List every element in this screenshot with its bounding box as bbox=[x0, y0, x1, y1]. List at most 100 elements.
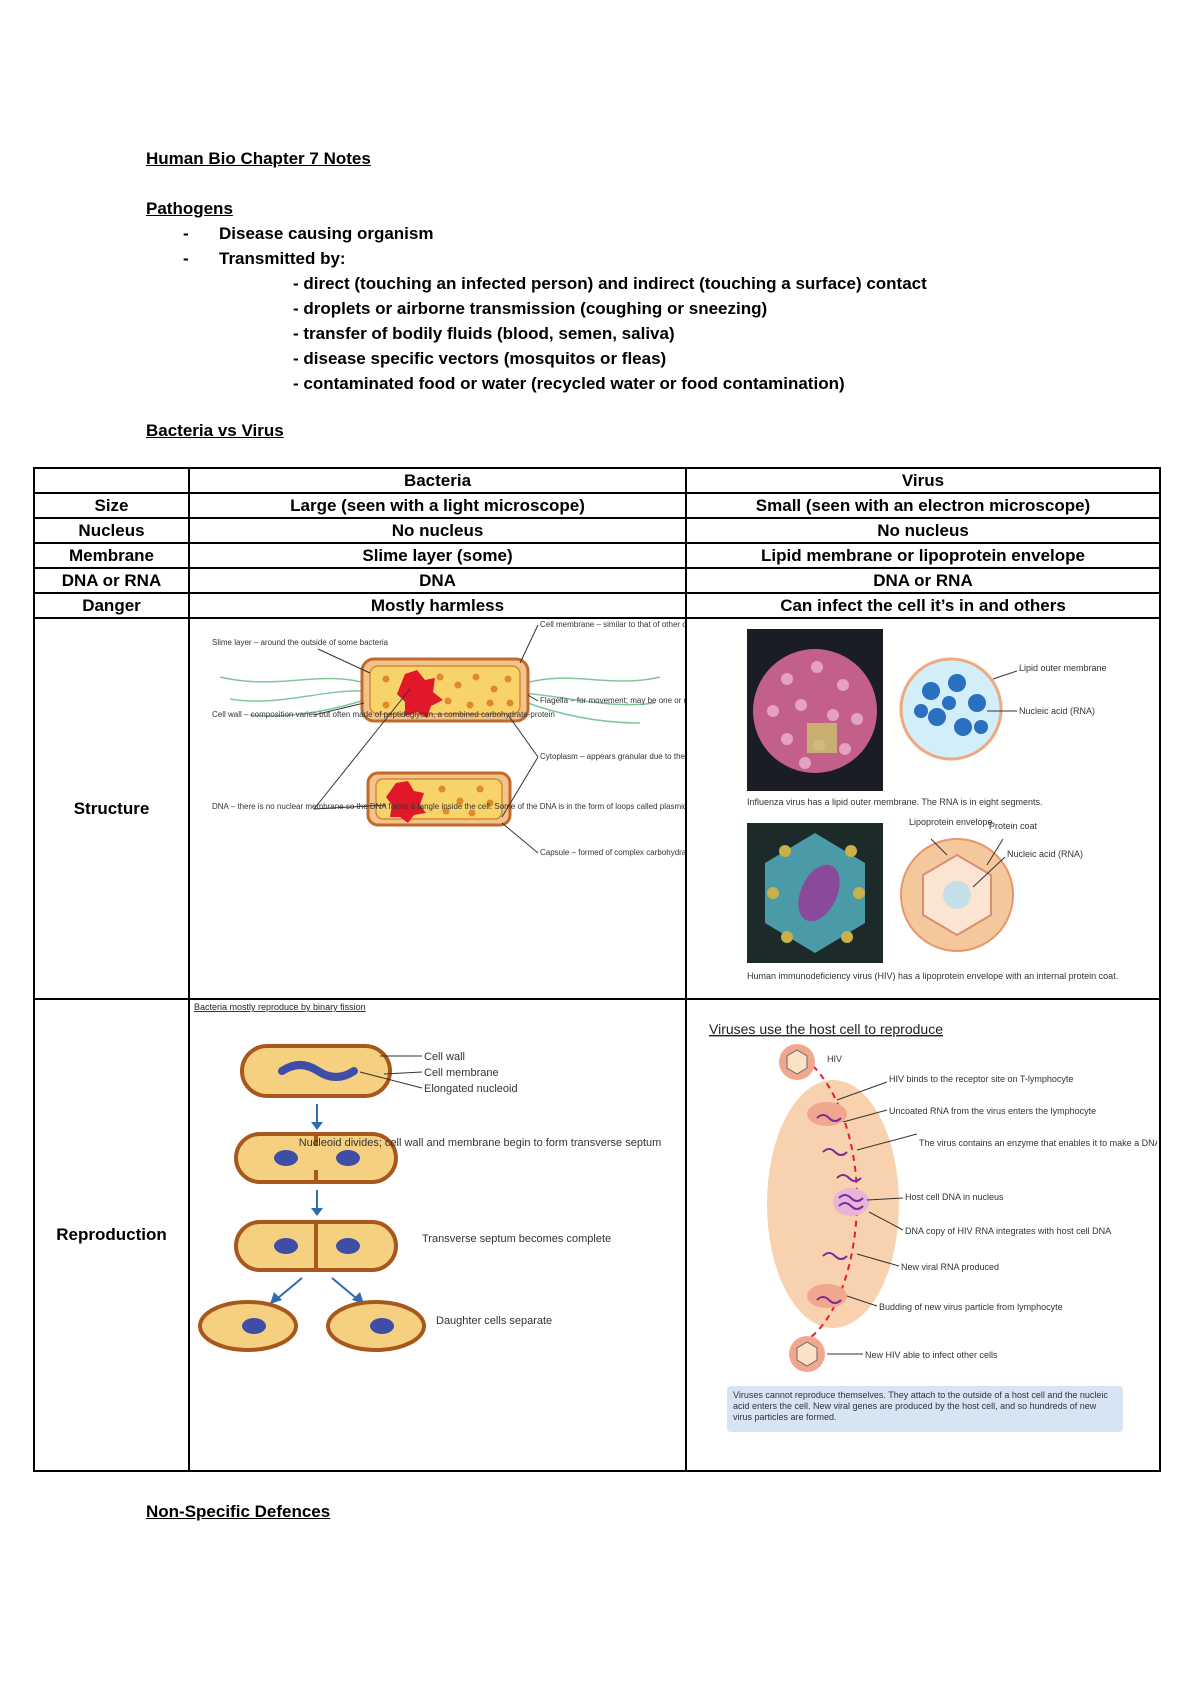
bacteria-structure-diagram: Slime layer – around the outside of some… bbox=[212, 620, 685, 857]
bacteria-reproduction-figure: Bacteria mostly reproduce by binary fiss… bbox=[188, 998, 687, 1472]
svg-text:Uncoated RNA from the virus en: Uncoated RNA from the virus enters the l… bbox=[889, 1106, 1096, 1116]
svg-text:Nucleic acid (RNA): Nucleic acid (RNA) bbox=[1019, 706, 1095, 716]
table-row: Danger Mostly harmless Can infect the ce… bbox=[33, 592, 1161, 619]
svg-text:Host cell DNA in nucleus: Host cell DNA in nucleus bbox=[905, 1192, 1004, 1202]
label-s1: HIV binds to the receptor site on T-lymp… bbox=[889, 1074, 1073, 1084]
svg-text:Flagella – for movement; may b: Flagella – for movement; may be one or m… bbox=[540, 696, 685, 705]
row-label: Nucleus bbox=[33, 517, 190, 544]
svg-text:New HIV able to infect other c: New HIV able to infect other cells bbox=[865, 1350, 998, 1360]
row-label: Membrane bbox=[33, 542, 190, 569]
label-dna: DNA – there is no nuclear membrane so th… bbox=[212, 802, 685, 811]
pathogens-heading: Pathogens bbox=[146, 199, 233, 218]
svg-text:Nucleoid divides; cell wall an: Nucleoid divides; cell wall and membrane… bbox=[299, 1137, 662, 1149]
table-row: DNA or RNA DNA DNA or RNA bbox=[33, 567, 1161, 594]
fission-title: Bacteria mostly reproduce by binary fiss… bbox=[194, 1002, 366, 1012]
svg-text:Cell wall: Cell wall bbox=[424, 1051, 465, 1063]
table-header-row: Bacteria Virus bbox=[33, 467, 1161, 494]
hiv-info-box: Viruses cannot reproduce themselves. The… bbox=[733, 1390, 1108, 1422]
svg-text:Viruses use the host cell to r: Viruses use the host cell to reproduce bbox=[709, 1021, 943, 1037]
svg-text:Influenza virus has a lipid ou: Influenza virus has a lipid outer membra… bbox=[747, 797, 1042, 807]
table-row: Size Large (seen with a light microscope… bbox=[33, 492, 1161, 519]
svg-text:The virus contains an enzyme t: The virus contains an enzyme that enable… bbox=[919, 1138, 1157, 1148]
label-step3: Transverse septum becomes complete bbox=[422, 1233, 611, 1245]
transmission-item: - direct (touching an infected person) a… bbox=[293, 274, 927, 293]
page-title: Human Bio Chapter 7 Notes bbox=[146, 149, 371, 168]
label-step2: Nucleoid divides; cell wall and membrane… bbox=[299, 1137, 662, 1149]
row-label: Danger bbox=[33, 592, 190, 619]
label-lipid-outer: Lipid outer membrane bbox=[1019, 663, 1107, 673]
svg-text:New viral RNA produced: New viral RNA produced bbox=[901, 1262, 999, 1272]
header-cell bbox=[33, 467, 190, 494]
table-row: Membrane Slime layer (some) Lipid membra… bbox=[33, 542, 1161, 569]
bacteria-cell: Slime layer (some) bbox=[188, 542, 687, 569]
svg-text:Elongated nucleoid: Elongated nucleoid bbox=[424, 1083, 518, 1095]
table-row-structure: Structure bbox=[33, 617, 1161, 1000]
svg-text:Cell wall – composition varies: Cell wall – composition varies but often… bbox=[212, 710, 555, 719]
svg-text:DNA – there is no nuclear memb: DNA – there is no nuclear membrane so th… bbox=[212, 802, 685, 811]
bacteria-cell: No nucleus bbox=[188, 517, 687, 544]
svg-text:Human immunodeficiency virus (: Human immunodeficiency virus (HIV) has a… bbox=[747, 971, 1118, 981]
label-s6: New viral RNA produced bbox=[901, 1262, 999, 1272]
virus-structure-figure: Lipid outer membrane Nucleic acid (RNA) … bbox=[685, 617, 1161, 1000]
label-cell-membrane: Cell membrane bbox=[424, 1067, 499, 1079]
binary-fission-diagram: Bacteria mostly reproduce by binary fiss… bbox=[194, 1002, 662, 1352]
label-s4: Host cell DNA in nucleus bbox=[905, 1192, 1004, 1202]
transmission-item: - transfer of bodily fluids (blood, seme… bbox=[293, 324, 675, 343]
svg-text:Cell membrane – similar to tha: Cell membrane – similar to that of other… bbox=[540, 620, 685, 629]
svg-text:HIV binds to the receptor site: HIV binds to the receptor site on T-lymp… bbox=[889, 1074, 1073, 1084]
comparison-table: Bacteria Virus Size Large (seen with a l… bbox=[33, 467, 1161, 1472]
hiv-caption: Human immunodeficiency virus (HIV) has a… bbox=[747, 971, 1118, 981]
svg-text:Protein coat: Protein coat bbox=[989, 821, 1038, 831]
label-cellwall: Cell wall – composition varies but often… bbox=[212, 710, 555, 719]
svg-text:Nucleic acid (RNA): Nucleic acid (RNA) bbox=[1007, 849, 1083, 859]
label-s5: DNA copy of HIV RNA integrates with host… bbox=[905, 1226, 1111, 1236]
table-row: Nucleus No nucleus No nucleus bbox=[33, 517, 1161, 544]
label-s8: New HIV able to infect other cells bbox=[865, 1350, 998, 1360]
label-step4: Daughter cells separate bbox=[436, 1315, 552, 1327]
svg-text:Slime layer – around the outsi: Slime layer – around the outside of some… bbox=[212, 638, 389, 647]
comparison-heading: Bacteria vs Virus bbox=[146, 421, 284, 440]
flu-caption: Influenza virus has a lipid outer membra… bbox=[747, 797, 1042, 807]
label-hiv: HIV bbox=[827, 1054, 842, 1064]
virus-cell: DNA or RNA bbox=[685, 567, 1161, 594]
virus-structure-diagram: Lipid outer membrane Nucleic acid (RNA) … bbox=[747, 629, 1118, 981]
label-nucleic-1: Nucleic acid (RNA) bbox=[1019, 706, 1095, 716]
virus-cell: Lipid membrane or lipoprotein envelope bbox=[685, 542, 1161, 569]
svg-text:Bacteria mostly reproduce by b: Bacteria mostly reproduce by binary fiss… bbox=[194, 1002, 366, 1012]
svg-text:HIV: HIV bbox=[827, 1054, 842, 1064]
label-cytoplasm: Cytoplasm – appears granular due to the … bbox=[540, 752, 685, 761]
label-cell-wall: Cell wall bbox=[424, 1051, 465, 1063]
svg-text:DNA copy of HIV RNA integrates: DNA copy of HIV RNA integrates with host… bbox=[905, 1226, 1111, 1236]
label-membrane: Cell membrane – similar to that of other… bbox=[540, 620, 685, 629]
label-flagella: Flagella – for movement; may be one or m… bbox=[540, 696, 685, 705]
label-lipoprotein: Lipoprotein envelope bbox=[909, 817, 993, 827]
label-s7: Budding of new virus particle from lymph… bbox=[879, 1302, 1063, 1312]
virus-cell: Can infect the cell it’s in and others bbox=[685, 592, 1161, 619]
non-specific-heading: Non-Specific Defences bbox=[146, 1502, 331, 1521]
svg-text:Cell membrane: Cell membrane bbox=[424, 1067, 499, 1079]
label-nucleic-2: Nucleic acid (RNA) bbox=[1007, 849, 1083, 859]
transmission-item: - disease specific vectors (mosquitos or… bbox=[293, 349, 667, 368]
header-cell: Bacteria bbox=[188, 467, 687, 494]
label-s3: The virus contains an enzyme that enable… bbox=[919, 1138, 1157, 1148]
bacteria-cell: Large (seen with a light microscope) bbox=[188, 492, 687, 519]
label-capsule: Capsule – formed of complex carbohydrate… bbox=[540, 848, 685, 857]
svg-text:Cytoplasm – appears granular d: Cytoplasm – appears granular due to the … bbox=[540, 752, 685, 761]
svg-text:Lipoprotein envelope: Lipoprotein envelope bbox=[909, 817, 993, 827]
table-row-reproduction: Reproduction Bacteria mostly reproduce b… bbox=[33, 998, 1161, 1472]
label-slime: Slime layer – around the outside of some… bbox=[212, 638, 389, 647]
virus-cell: No nucleus bbox=[685, 517, 1161, 544]
bacteria-structure-figure: Slime layer – around the outside of some… bbox=[188, 617, 687, 1000]
row-label: Reproduction bbox=[33, 998, 190, 1472]
label-nucleoid: Elongated nucleoid bbox=[424, 1083, 518, 1095]
bacteria-cell: DNA bbox=[188, 567, 687, 594]
virus-reproduction-figure: Viruses use the host cell to reproduce bbox=[685, 998, 1161, 1472]
hiv-lifecycle-diagram: Viruses use the host cell to reproduce bbox=[709, 1021, 1157, 1432]
virus-cell: Small (seen with an electron microscope) bbox=[685, 492, 1161, 519]
transmission-item: - droplets or airborne transmission (cou… bbox=[293, 299, 768, 318]
bacteria-cell: Mostly harmless bbox=[188, 592, 687, 619]
row-label: DNA or RNA bbox=[33, 567, 190, 594]
header-cell: Virus bbox=[685, 467, 1161, 494]
label-s2: Uncoated RNA from the virus enters the l… bbox=[889, 1106, 1096, 1116]
svg-text:Transverse septum becomes comp: Transverse septum becomes complete bbox=[422, 1233, 611, 1245]
